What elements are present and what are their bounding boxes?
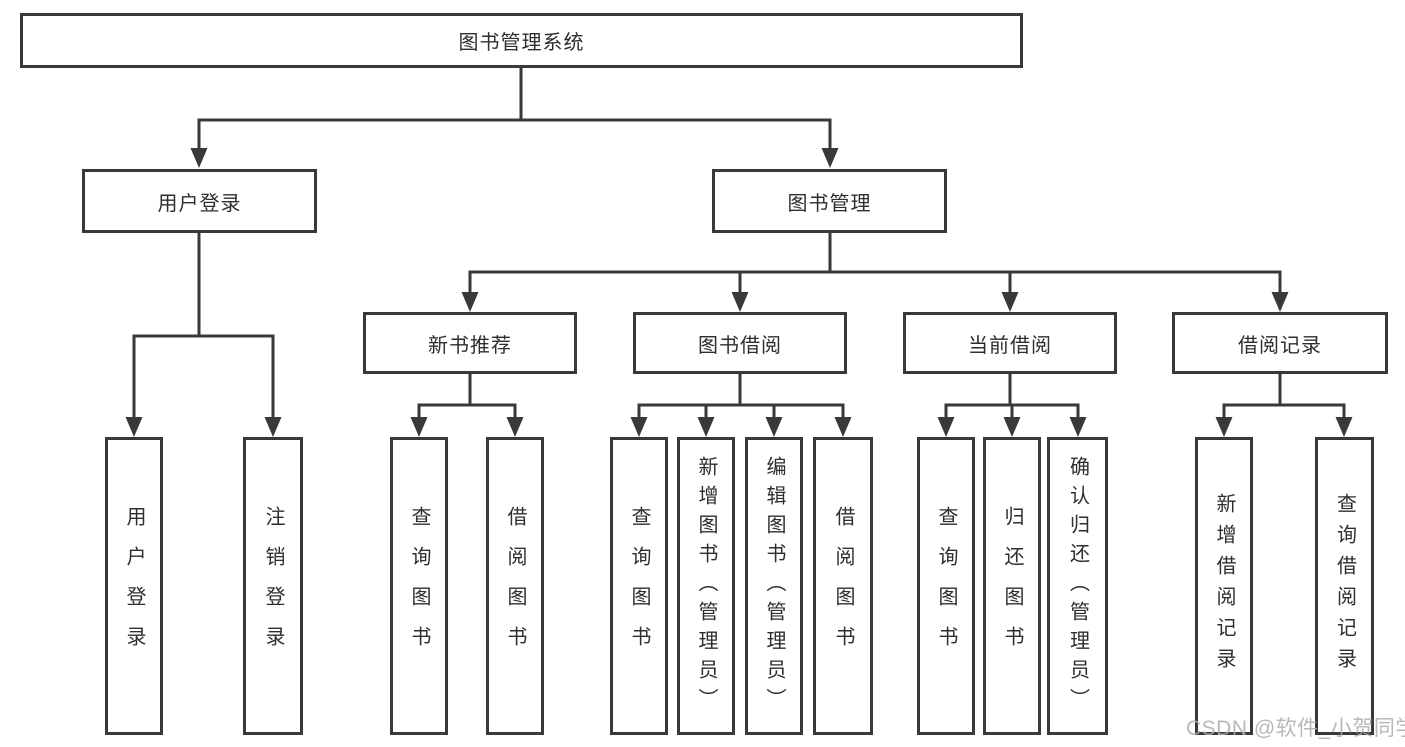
leaf-borrow-edit-books-admin: 编辑图书（管理员） (745, 437, 803, 735)
csdn-watermark: CSDN @软件_小贺同学 (1186, 717, 1405, 740)
node-borrow-records: 借阅记录 (1172, 312, 1388, 374)
node-book-borrow-label: 图书借阅 (698, 334, 782, 357)
node-book-mgmt: 图书管理 (712, 169, 947, 233)
leaf-borrow-edit-books-admin-label: 编辑图书（管理员） (763, 455, 785, 717)
leaf-current-query-books-label: 查询图书 (935, 506, 957, 666)
node-current-borrow-label: 当前借阅 (968, 334, 1052, 357)
node-new-book-recommend-label: 新书推荐 (428, 334, 512, 357)
leaf-logout: 注销登录 (243, 437, 303, 735)
leaf-query-borrow-record-label: 查询借阅记录 (1333, 493, 1356, 679)
leaf-borrow-query-books: 查询图书 (610, 437, 668, 735)
connector-recommend-to-leaves (410, 374, 524, 437)
leaf-confirm-return-admin: 确认归还（管理员） (1047, 437, 1108, 735)
leaf-logout-label: 注销登录 (262, 506, 284, 666)
node-user-login: 用户登录 (82, 169, 317, 233)
leaf-user-login: 用户登录 (105, 437, 163, 735)
leaf-confirm-return-admin-label: 确认归还（管理员） (1066, 455, 1089, 717)
connector-root-to-level2 (190, 68, 839, 168)
node-current-borrow: 当前借阅 (903, 312, 1117, 374)
leaf-recommend-query-books: 查询图书 (390, 437, 448, 735)
leaf-borrow-query-books-label: 查询图书 (628, 506, 650, 666)
node-new-book-recommend: 新书推荐 (363, 312, 577, 374)
connector-borrow-to-leaves (630, 374, 852, 437)
leaf-recommend-borrow-books: 借阅图书 (486, 437, 544, 735)
leaf-borrow-add-books-admin: 新增图书（管理员） (677, 437, 735, 735)
node-user-login-label: 用户登录 (157, 192, 242, 215)
node-root: 图书管理系统 (20, 13, 1023, 68)
leaf-add-borrow-record-label: 新增借阅记录 (1213, 493, 1235, 679)
leaf-add-borrow-record: 新增借阅记录 (1195, 437, 1253, 735)
leaf-current-query-books: 查询图书 (917, 437, 975, 735)
leaf-recommend-borrow-books-label: 借阅图书 (504, 506, 526, 666)
leaf-user-login-label: 用户登录 (123, 506, 145, 666)
leaf-borrow-borrow-books: 借阅图书 (813, 437, 873, 735)
node-borrow-records-label: 借阅记录 (1238, 334, 1322, 357)
connector-current-to-leaves (937, 374, 1087, 437)
node-book-borrow: 图书借阅 (633, 312, 847, 374)
connector-bookmgmt-to-level3 (461, 233, 1289, 312)
connector-records-to-leaves (1215, 374, 1353, 437)
leaf-borrow-borrow-books-label: 借阅图书 (832, 506, 854, 666)
connector-userlogin-to-leaves (125, 233, 282, 437)
leaf-recommend-query-books-label: 查询图书 (408, 506, 430, 666)
leaf-return-books: 归还图书 (983, 437, 1041, 735)
node-root-label: 图书管理系统 (458, 32, 585, 54)
leaf-query-borrow-record: 查询借阅记录 (1315, 437, 1374, 735)
leaf-return-books-label: 归还图书 (1001, 506, 1023, 666)
node-book-mgmt-label: 图书管理 (787, 192, 872, 215)
leaf-borrow-add-books-admin-label: 新增图书（管理员） (695, 455, 717, 717)
